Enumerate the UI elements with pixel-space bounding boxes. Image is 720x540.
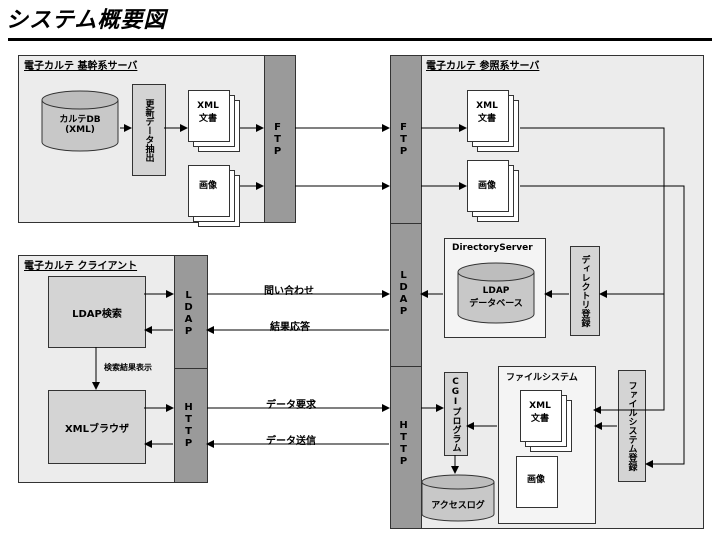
karte-db-cylinder: [41, 90, 119, 152]
result-display-label: 検索結果表示: [104, 363, 152, 372]
fs-image-doc: [516, 456, 558, 508]
client-http-bar: [174, 368, 208, 483]
fs-image-doc-label: 画像: [526, 475, 545, 485]
karte-db-label: カルテDB (XML): [59, 115, 101, 135]
client-label: 電子カルテ クライアント: [24, 261, 138, 272]
xml-browser-box: XMLブラウザ: [48, 390, 146, 464]
file-system-label: ファイルシステム: [506, 373, 578, 383]
ref-image-doc-label: 画像: [477, 181, 496, 191]
data-send-label: データ送信: [266, 436, 316, 447]
xml-doc-label: XML 文書: [197, 101, 219, 124]
main-ftp-label: FTP: [272, 122, 283, 158]
ref-image-doc: [467, 160, 509, 212]
ref-xml-doc-label: XML 文書: [476, 101, 498, 124]
update-extract-box: 更新データ抽出: [132, 84, 166, 176]
fs-register-box: ファイルシステム登録: [618, 370, 646, 482]
ref-ldap-label: LDAP: [398, 270, 409, 318]
ref-xml-doc: [467, 90, 509, 142]
directory-server-label: DirectoryServer: [452, 243, 533, 253]
result-label: 結果応答: [270, 322, 310, 333]
data-request-label: データ要求: [266, 400, 316, 411]
access-log-label: アクセスログ: [431, 501, 485, 511]
main-ftp-bar: [264, 55, 296, 223]
ref-ftp-bar: [390, 55, 422, 225]
title-divider: [8, 38, 712, 41]
directory-register-box: ディレクトリ登録: [570, 246, 600, 336]
ldap-db-label: LDAP データベース: [469, 286, 523, 309]
client-ldap-label: LDAP: [183, 290, 194, 338]
access-log-cylinder: [421, 474, 495, 522]
ref-ldap-bar: [390, 223, 422, 368]
fs-xml-doc-label: XML 文書: [529, 401, 551, 424]
image-doc: [188, 165, 230, 217]
cgi-program-box: CGIプログラム: [444, 372, 468, 456]
ref-server-label: 電子カルテ 参照系サーバ: [426, 61, 540, 72]
page-title: システム概要図: [6, 8, 167, 33]
image-doc-label: 画像: [198, 181, 217, 191]
ref-http-label: HTTP: [398, 420, 409, 468]
xml-doc: [188, 90, 230, 142]
inquiry-label: 問い合わせ: [264, 286, 314, 297]
ldap-db-cylinder: [457, 262, 535, 324]
ref-ftp-label: FTP: [398, 122, 409, 158]
main-server-label: 電子カルテ 基幹系サーバ: [24, 61, 138, 72]
client-http-label: HTTP: [183, 402, 194, 450]
ref-http-bar: [390, 366, 422, 529]
ldap-search-box: LDAP検索: [48, 276, 146, 348]
